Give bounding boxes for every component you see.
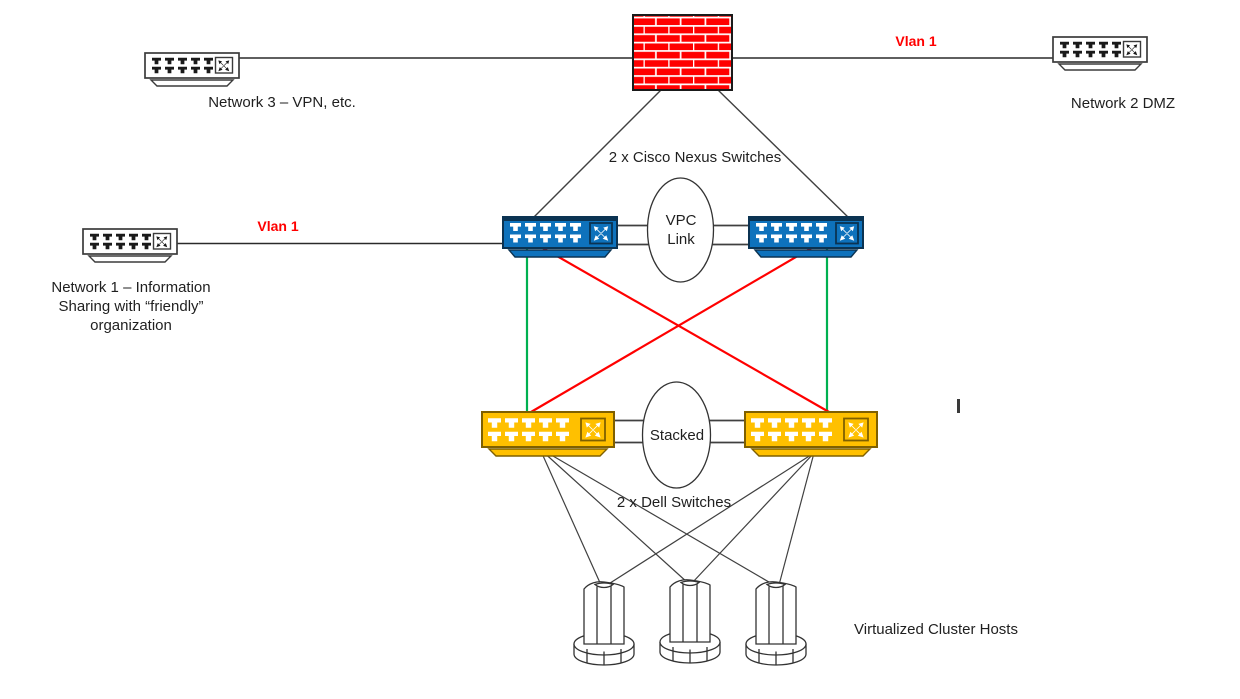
network1-label: Network 1 – Information Sharing with “fr… <box>51 278 210 335</box>
vlan1-top-label: Vlan 1 <box>895 33 937 49</box>
red-crosslink-lines <box>528 239 830 413</box>
network1-label-line3: organization <box>90 317 172 334</box>
firewall-icon <box>632 14 733 91</box>
vlan1-left-label: Vlan 1 <box>257 218 299 234</box>
nexus-switch-1-icon <box>503 217 617 257</box>
switch-to-host-lines <box>539 448 815 586</box>
vpc-link-ellipse <box>646 177 715 283</box>
nexus-switches-label: 2 x Cisco Nexus Switches <box>608 149 782 166</box>
firewall-to-nexus-lines <box>531 89 851 220</box>
nexus-switch-2-icon <box>749 217 863 257</box>
green-uplink-lines <box>525 240 829 412</box>
dell-switch-1-icon <box>482 412 614 456</box>
host-2-icon <box>659 579 721 664</box>
stack-link-lines <box>614 419 745 444</box>
vpc-link-lines <box>617 224 749 246</box>
stacked-ellipse <box>641 381 712 489</box>
stray-cursor-mark <box>957 399 960 413</box>
network3-switch-icon <box>145 53 239 86</box>
cluster-hosts-label: Virtualized Cluster Hosts <box>854 621 1018 638</box>
host-3-icon <box>745 581 807 666</box>
network1-switch-icon <box>83 229 177 262</box>
dell-switch-2-icon <box>745 412 877 456</box>
host-1-icon <box>573 581 635 666</box>
stacked-label: Stacked <box>649 427 705 444</box>
dell-switches-label: 2 x Dell Switches <box>616 494 732 511</box>
network1-label-line2: Sharing with “friendly” <box>58 298 204 315</box>
network2-switch-icon <box>1053 37 1147 70</box>
vpc-link-label: VPC Link <box>665 212 697 248</box>
network1-label-line1: Network 1 – Information <box>51 279 211 296</box>
network2-label: Network 2 DMZ <box>1070 95 1176 112</box>
network3-label: Network 3 – VPN, etc. <box>208 94 356 111</box>
